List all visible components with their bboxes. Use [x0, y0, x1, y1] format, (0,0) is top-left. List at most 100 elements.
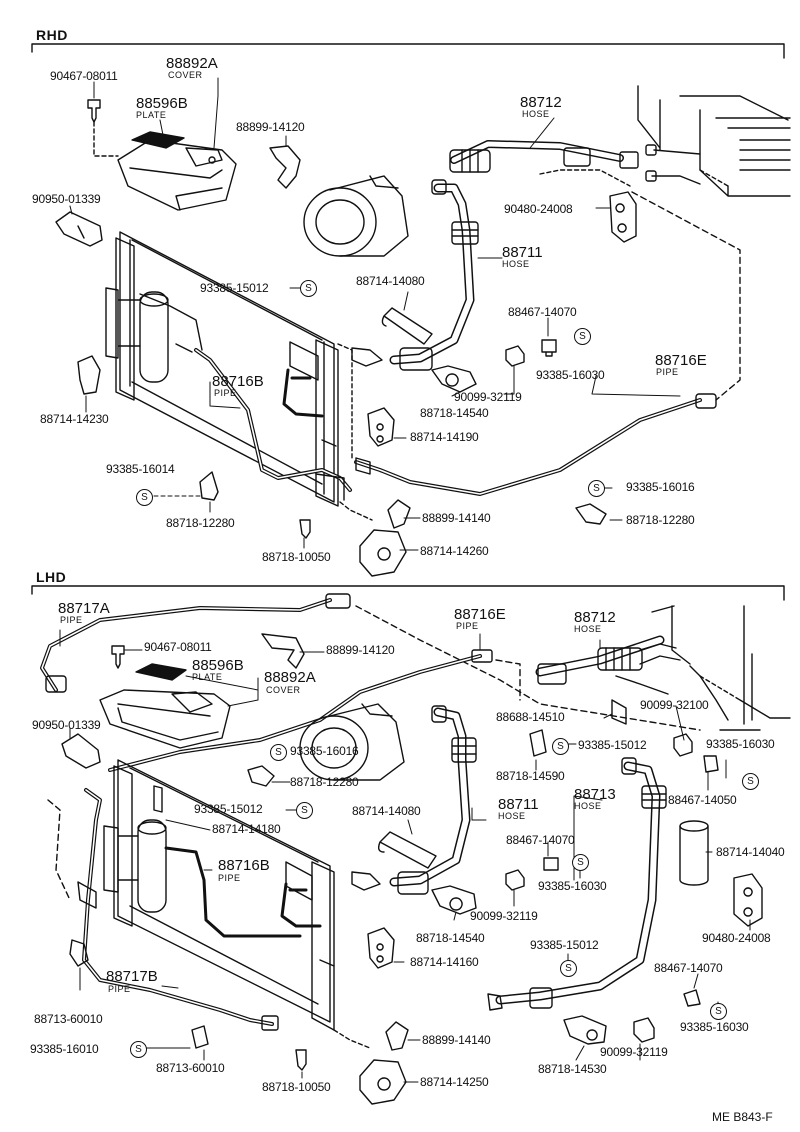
rhd-connector-pipes: [645, 144, 701, 185]
label-88718-12280-lhd: 88718-12280: [290, 775, 359, 789]
lhd-insulator-88714-14080: [377, 831, 437, 869]
rhd-clamp-88718-12280-a: [199, 471, 219, 501]
lhd-clamp-88718-12280: [247, 765, 275, 787]
label-93385-16016-lhd: 93385-16016: [290, 744, 359, 758]
label-93385-15012-r: 93385-15012: [578, 738, 647, 752]
lhd-clamp-88718-14540: [431, 885, 477, 915]
label-88714-14160: 88714-14160: [410, 955, 479, 969]
label-cover-lhd: COVER: [266, 685, 301, 695]
lhd-cushion-90099-32119: [505, 869, 525, 891]
label-93385-16030: 93385-16030: [536, 368, 605, 382]
rhd-clip-88899-14120: [269, 145, 301, 189]
label-plate: PLATE: [136, 110, 167, 120]
label-88712-lhd: 88712: [574, 609, 616, 626]
rhd-grommet-88714-14260: [359, 529, 407, 577]
lhd-frame: [31, 585, 785, 601]
s-mark-icon: S: [136, 489, 153, 506]
lhd-nut-88467-14050: [703, 755, 719, 773]
label-93385-16010: 93385-16010: [30, 1042, 99, 1056]
label-93385-15012-l: 93385-15012: [194, 802, 263, 816]
lhd-pipe-88716b: [164, 846, 302, 938]
label-88899-14140: 88899-14140: [422, 511, 491, 525]
label-88714-14040: 88714-14040: [716, 845, 785, 859]
label-hose-88712: HOSE: [522, 109, 550, 119]
label-88717a: 88717A: [58, 600, 110, 617]
label-88718-14590: 88718-14590: [496, 769, 565, 783]
rhd-compressor: [303, 175, 409, 257]
label-88713: 88713: [574, 786, 616, 803]
lhd-compressor: [299, 703, 405, 781]
rhd-bracket-90950: [55, 211, 103, 247]
label-88713-60010-a: 88713-60010: [34, 1012, 103, 1026]
lhd-hose-88712: [535, 635, 681, 695]
rhd-hose-88711: [351, 179, 479, 371]
label-93385-16014: 93385-16014: [106, 462, 175, 476]
label-88711-lhd: 88711: [498, 796, 539, 813]
lhd-clip-88899-14120: [261, 633, 305, 669]
lhd-clamp-88718-14590: [529, 729, 547, 757]
lhd-section-title: LHD: [36, 569, 67, 585]
label-90099-32119: 90099-32119: [454, 390, 522, 404]
footer-code: ME B843-F: [712, 1110, 773, 1124]
s-mark-icon: S: [560, 960, 577, 977]
lhd-receiver-drier: [103, 785, 167, 913]
lhd-clamp-88718-14530: [563, 1015, 607, 1045]
label-pipe-88717a: PIPE: [60, 615, 83, 625]
label-hose-88711: HOSE: [502, 259, 530, 269]
rhd-body-panel: [637, 85, 791, 197]
label-plate-lhd: PLATE: [192, 672, 223, 682]
label-93385-15012-m: 93385-15012: [530, 938, 599, 952]
label-90480-24008-lhd: 90480-24008: [702, 931, 771, 945]
rhd-clamp-88714-14190: [367, 407, 395, 447]
label-93385-16016: 93385-16016: [626, 480, 695, 494]
label-88716e: 88716E: [655, 352, 707, 369]
label-hose-88713: HOSE: [574, 801, 602, 811]
label-88899-14120-lhd: 88899-14120: [326, 643, 395, 657]
lhd-hose-88713: [487, 757, 667, 1011]
label-pipe-88717b: PIPE: [108, 984, 131, 994]
rhd-nut-88467-14070: [541, 339, 557, 357]
label-pipe-88716e-lhd: PIPE: [456, 621, 479, 631]
label-88714-14190: 88714-14190: [410, 430, 479, 444]
lhd-cushion-90480: [733, 873, 763, 927]
rhd-cushion-90099: [505, 345, 525, 367]
label-90467-08011: 90467-08011: [50, 69, 118, 83]
label-88716b: 88716B: [212, 373, 264, 390]
lhd-nut-88467-14070-b: [683, 989, 701, 1007]
label-hose-88711-lhd: HOSE: [498, 811, 526, 821]
label-90099-32119-lhd-b: 90099-32119: [600, 1045, 668, 1059]
lhd-body-panel: [651, 605, 791, 731]
rhd-clamp-88718-10050: [299, 519, 311, 539]
label-88718-14530: 88718-14530: [538, 1062, 607, 1076]
lhd-clamp-88718-10050: [295, 1049, 307, 1071]
label-88718-14540: 88718-14540: [420, 406, 489, 420]
s-mark-icon: S: [270, 744, 287, 761]
label-88717b: 88717B: [106, 968, 158, 985]
label-90099-32119-lhd: 90099-32119: [470, 909, 538, 923]
label-88714-14250: 88714-14250: [420, 1075, 489, 1089]
label-88714-14180: 88714-14180: [212, 822, 281, 836]
label-88718-12280-a: 88718-12280: [166, 516, 235, 530]
label-90480-24008: 90480-24008: [504, 202, 573, 216]
label-88716e-lhd: 88716E: [454, 606, 506, 623]
rhd-pipe-88716b-upper: [282, 368, 324, 418]
label-88718-10050-lhd: 88718-10050: [262, 1080, 331, 1094]
label-88467-14050: 88467-14050: [668, 793, 737, 807]
label-88714-14080-lhd: 88714-14080: [352, 804, 421, 818]
label-pipe-88716b-lhd: PIPE: [218, 873, 241, 883]
lhd-cover-part: [99, 689, 231, 749]
rhd-condenser: [115, 231, 339, 507]
lhd-nut-88467-14070: [543, 857, 559, 871]
rhd-cover-part: [117, 139, 237, 211]
rhd-receiver-drier: [105, 287, 203, 383]
rhd-cushion-90480: [609, 191, 637, 243]
label-88892a: 88892A: [166, 55, 218, 72]
label-88714-14260: 88714-14260: [420, 544, 489, 558]
label-93385-16030-lhd: 93385-16030: [538, 879, 607, 893]
rhd-section-title: RHD: [36, 27, 68, 43]
label-hose-88712-lhd: HOSE: [574, 624, 602, 634]
s-mark-icon: S: [296, 802, 313, 819]
rhd-clip-88899-14140: [387, 499, 411, 529]
label-88892a-lhd: 88892A: [264, 669, 316, 686]
